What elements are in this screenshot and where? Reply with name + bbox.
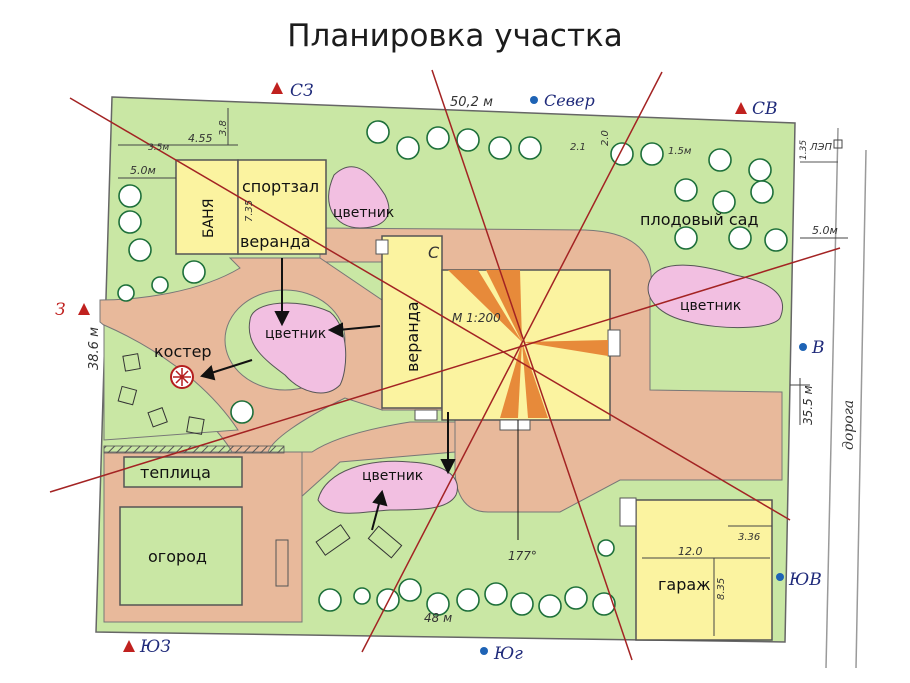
sun-wedge-5: [522, 342, 548, 418]
label-power-line: ЛЭП: [809, 142, 833, 153]
label-road: дорога: [841, 400, 857, 450]
north-dot-icon: [530, 96, 538, 104]
pointer-arrows: [200, 258, 519, 540]
veranda-main: [381, 235, 443, 409]
label-south: Юг: [493, 644, 523, 664]
se-dot-icon: [776, 573, 784, 581]
steps-veranda: [375, 239, 389, 255]
flowerbed-right: [647, 264, 784, 329]
fence-hatched: [103, 445, 285, 454]
dimension-lines: [118, 108, 848, 636]
label-fruit-garden: плодовый сад: [640, 210, 759, 229]
label-flowerbed-bottom: цветник: [362, 468, 423, 484]
west-triangle-icon: [78, 303, 90, 315]
garage-building: [635, 499, 773, 641]
steps-garage: [619, 497, 637, 527]
label-banya: БАНЯ: [201, 199, 217, 238]
dim-bottom-length: 48 м: [424, 611, 452, 625]
label-garage: гараж: [658, 575, 711, 594]
label-house-north: С: [428, 243, 440, 262]
flowerbed-center: [248, 302, 347, 394]
orientation-axes: [49, 69, 841, 661]
greenhouse: [123, 456, 243, 488]
steps-south-1: [414, 409, 438, 421]
sun-wedge-1: [448, 270, 522, 342]
dim-right-offset: 5.0м: [812, 224, 838, 237]
label-west: З: [55, 300, 66, 320]
gym-building: [237, 159, 327, 255]
sun-wedge-2: [486, 270, 522, 342]
dim-top-length: 50,2 м: [450, 95, 493, 110]
steps-east: [607, 329, 621, 357]
label-north: Север: [544, 91, 595, 110]
bath-house: [175, 159, 239, 255]
dim-angle: 177°: [508, 549, 537, 563]
dim-left-length: 38.6 м: [87, 327, 102, 370]
page-title: Планировка участка: [287, 18, 623, 54]
label-nw: СЗ: [290, 81, 314, 101]
tree-icons: [117, 120, 788, 618]
dim-tree-gap-2: 2.0: [600, 130, 611, 146]
label-scale: М 1:200: [452, 311, 501, 325]
label-flowerbed-right: цветник: [680, 298, 741, 314]
seat-3: [147, 407, 168, 428]
ne-triangle-icon: [735, 102, 747, 114]
seat-1: [122, 353, 141, 372]
dim-bath-offset: 3.8: [218, 120, 229, 136]
label-flowerbed-center: цветник: [265, 326, 326, 342]
flowerbed-bottom: [317, 460, 458, 514]
sun-wedge-3: [522, 340, 608, 356]
bench-1: [315, 524, 351, 556]
label-sw: ЮЗ: [139, 637, 171, 657]
vegetable-garden: [119, 506, 243, 606]
label-greenhouse: теплица: [140, 463, 211, 482]
label-vegetable-garden: огород: [148, 547, 207, 566]
dim-tree-gap-1: 2.1: [570, 142, 586, 153]
seat-2: [117, 385, 138, 406]
label-bonfire: костер: [154, 342, 212, 361]
dim-tree-gap-3: 1.5м: [668, 146, 692, 157]
dim-garage-depth: 8.35: [716, 578, 727, 600]
dim-right-length: 35.5 м: [801, 385, 815, 425]
dim-bath-width: 4.55: [188, 132, 213, 145]
label-sportzal: спортзал: [242, 177, 319, 196]
dim-power-offset: 1.35: [799, 140, 809, 160]
dim-garage-width: 3.36: [738, 532, 760, 543]
bench-path: [275, 539, 289, 587]
seat-4: [186, 416, 205, 435]
sw-triangle-icon: [123, 640, 135, 652]
label-flowerbed-top: цветник: [333, 205, 394, 221]
sun-wedge-4: [500, 342, 522, 418]
road-line-1: [825, 127, 839, 669]
label-se: ЮВ: [788, 570, 822, 590]
label-veranda-main: веранда: [403, 301, 422, 372]
power-pole-icon: [833, 139, 843, 149]
east-dot-icon: [799, 343, 807, 351]
flowerbed-top: [328, 166, 390, 229]
south-dot-icon: [480, 647, 488, 655]
dim-garage-length: 12.0: [678, 545, 703, 558]
label-east: В: [811, 338, 825, 358]
dim-bath-left: 5.0м: [130, 164, 156, 177]
dim-bath-height: 7.35: [244, 200, 255, 222]
nw-triangle-icon: [271, 82, 283, 94]
label-veranda-small: веранда: [240, 232, 311, 251]
label-ne: СВ: [752, 99, 778, 119]
dim-bath-inner: 3.5м: [148, 143, 169, 153]
steps-south-2: [499, 419, 531, 431]
bench-2: [367, 525, 403, 559]
road-line-2: [855, 149, 867, 669]
bonfire-rays: [173, 368, 191, 386]
